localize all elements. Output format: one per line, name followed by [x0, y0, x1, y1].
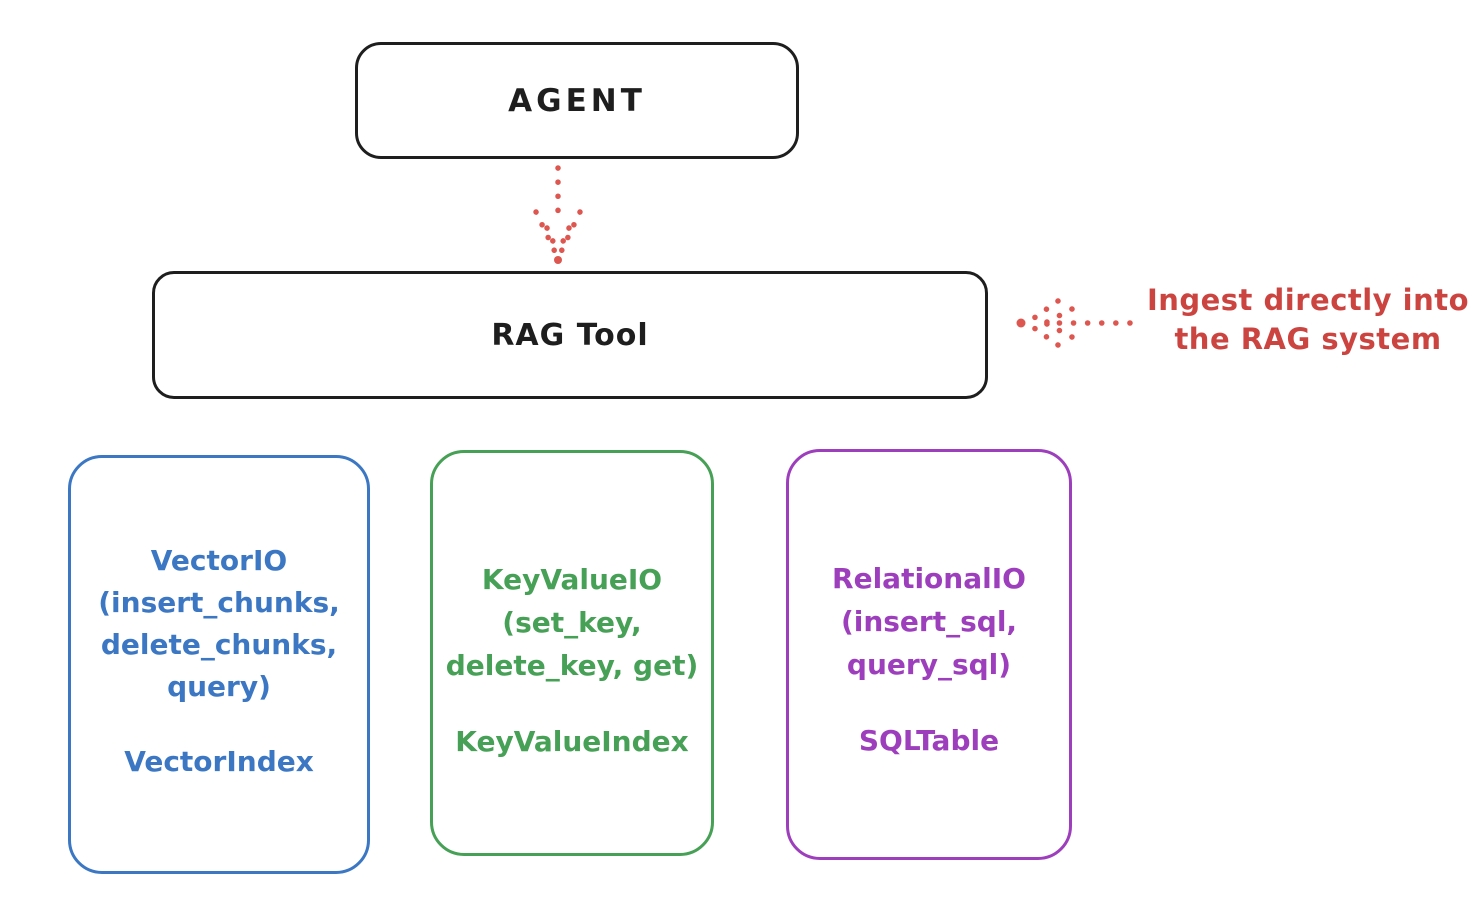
agent-to-ragtool-arrow-tip — [554, 256, 562, 264]
annotation-line-1: Ingest directly into — [1146, 283, 1470, 317]
relational-io-line-2: (insert_sql, — [840, 605, 1018, 638]
sql-table-label: SQLTable — [858, 724, 1000, 757]
vector-io-box: VectorIO (insert_chunks, delete_chunks, … — [68, 455, 370, 874]
key-value-io-line-3: delete_key, get) — [445, 649, 699, 682]
agent-node: AGENT — [355, 42, 799, 159]
relational-io-box: RelationalIO (insert_sql, query_sql) SQL… — [786, 449, 1072, 860]
rag-tool-node: RAG Tool — [152, 271, 988, 399]
rag-tool-label: RAG Tool — [491, 317, 649, 353]
key-value-io-line-1: KeyValueIO — [481, 563, 663, 596]
relational-io-line-3: query_sql) — [846, 648, 1012, 681]
agent-label: AGENT — [508, 82, 646, 119]
annotation-line-2: the RAG system — [1174, 322, 1442, 356]
vector-io-line-3: delete_chunks, — [100, 628, 338, 661]
annotation-to-ragtool-arrow — [1024, 298, 1133, 348]
agent-to-ragtool-arrow — [533, 165, 583, 257]
key-value-io-line-2: (set_key, — [502, 606, 642, 639]
key-value-index-label: KeyValueIndex — [455, 725, 689, 758]
vector-io-line-2: (insert_chunks, — [98, 586, 340, 619]
vector-io-title-lines: VectorIO (insert_chunks, delete_chunks, … — [71, 540, 367, 708]
annotation-text: Ingest directly into the RAG system — [1138, 281, 1478, 359]
relational-io-title-lines: RelationalIO (insert_sql, query_sql) — [789, 557, 1069, 686]
key-value-io-box: KeyValueIO (set_key, delete_key, get) Ke… — [430, 450, 714, 856]
vector-io-line-1: VectorIO — [150, 544, 288, 577]
annotation-to-ragtool-arrow-tip — [1016, 318, 1026, 328]
vector-io-line-4: query) — [167, 670, 271, 703]
key-value-io-title-lines: KeyValueIO (set_key, delete_key, get) — [433, 558, 711, 687]
vector-index-label: VectorIndex — [124, 745, 314, 778]
relational-io-line-1: RelationalIO — [832, 562, 1026, 595]
